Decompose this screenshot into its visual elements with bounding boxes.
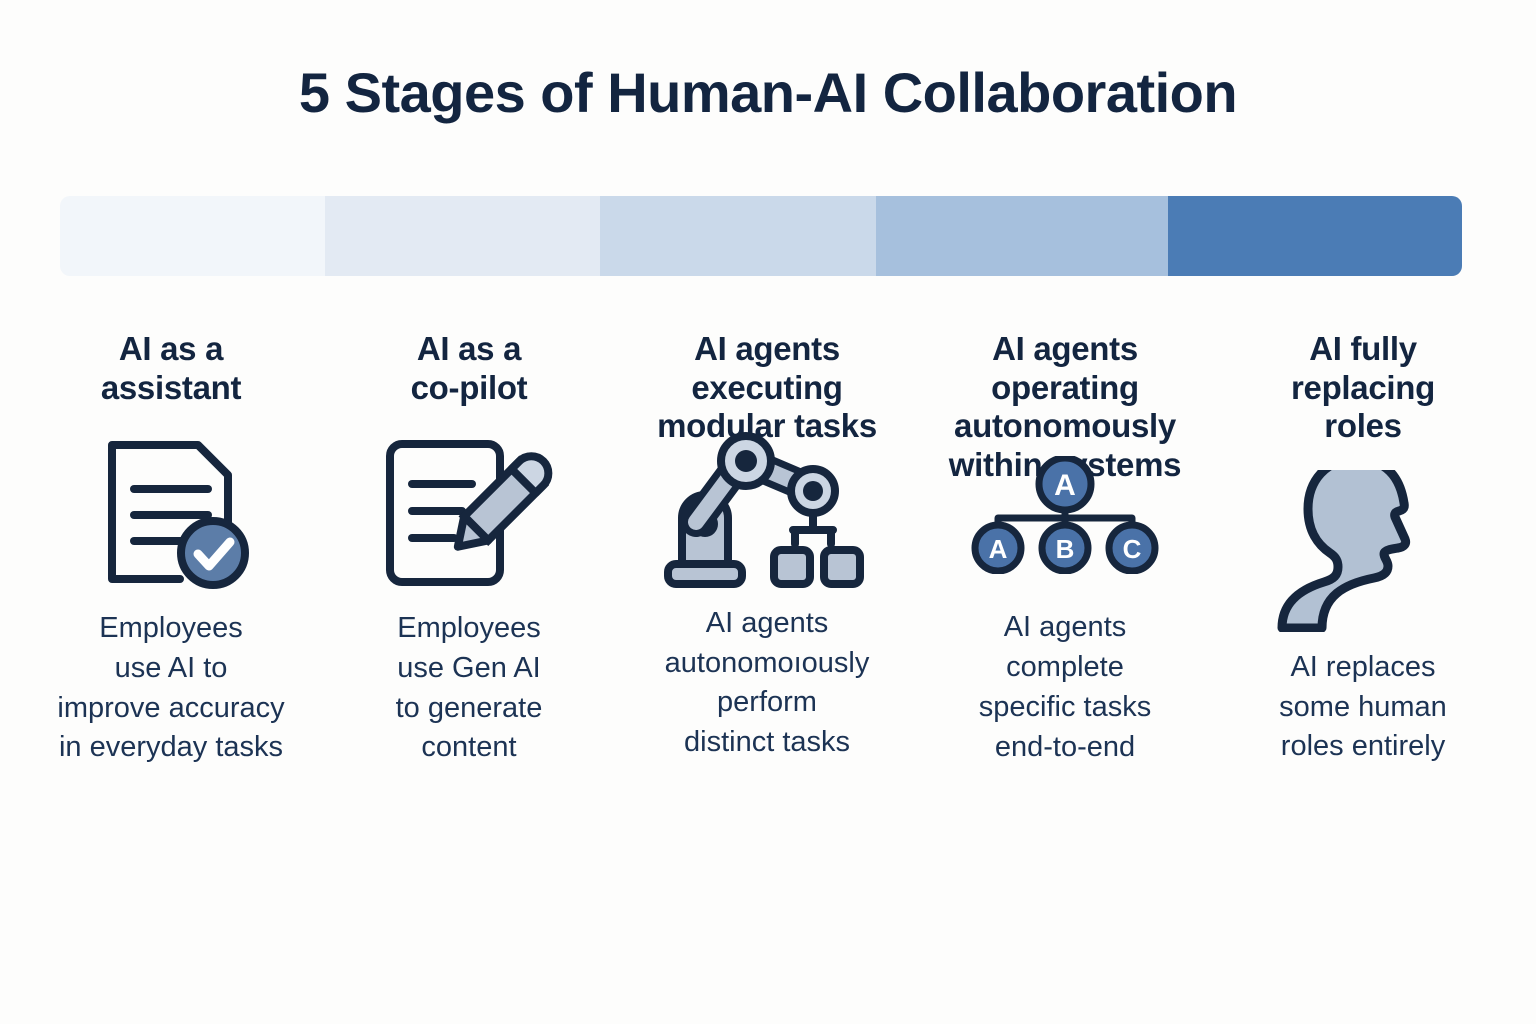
gradient-segment-4 (876, 196, 1168, 276)
stage-body-4: AI agents complete specific tasks end-to… (978, 611, 1152, 763)
node-label-root: A (1054, 469, 1076, 502)
stage-column-5: AI fully replacing roles AI replaces som… (1214, 330, 1512, 767)
gradient-segment-2 (325, 196, 600, 276)
maturity-gradient-bar (60, 196, 1462, 276)
stage-column-1: AI as a assistant Employees use AI to im… (22, 330, 320, 768)
gradient-segment-1 (60, 196, 325, 276)
stage-heading-3: AI agents executing modular tasks (657, 330, 877, 445)
gradient-segment-3 (600, 196, 876, 276)
person-silhouette-icon (1274, 462, 1452, 640)
node-label-a: A (989, 534, 1008, 564)
node-label-b: B (1056, 534, 1075, 564)
stage-heading-5: AI fully replacing roles (1290, 330, 1435, 445)
stage-column-2: AI as a co-pilot Employees use Gen AI to… (320, 330, 618, 768)
stages-row: AI as a assistant Employees use AI to im… (22, 330, 1512, 768)
stage-heading-1: AI as a assistant (100, 330, 242, 406)
gradient-segment-5 (1168, 196, 1462, 276)
document-check-icon (82, 423, 260, 601)
node-label-c: C (1123, 534, 1142, 564)
stage-heading-2: AI as a co-pilot (410, 330, 528, 406)
stage-body-3: AI agents autonomoıously perform distinc… (664, 606, 870, 758)
hierarchy-nodes-icon: A A B C (965, 426, 1165, 604)
stage-body-2: Employees use Gen AI to generate content (395, 612, 543, 764)
document-pencil-icon (376, 423, 562, 601)
stage-body-1: Employees use AI to improve accuracy in … (57, 612, 285, 764)
stage-column-4: AI agents operating autonomously within … (916, 330, 1214, 767)
stage-body-5: AI replaces some human roles entirely (1279, 650, 1447, 763)
page-title: 5 Stages of Human-AI Collaboration (298, 61, 1238, 124)
stage-column-3: AI agents executing modular tasks (618, 330, 916, 763)
robot-arm-icon (656, 422, 878, 600)
